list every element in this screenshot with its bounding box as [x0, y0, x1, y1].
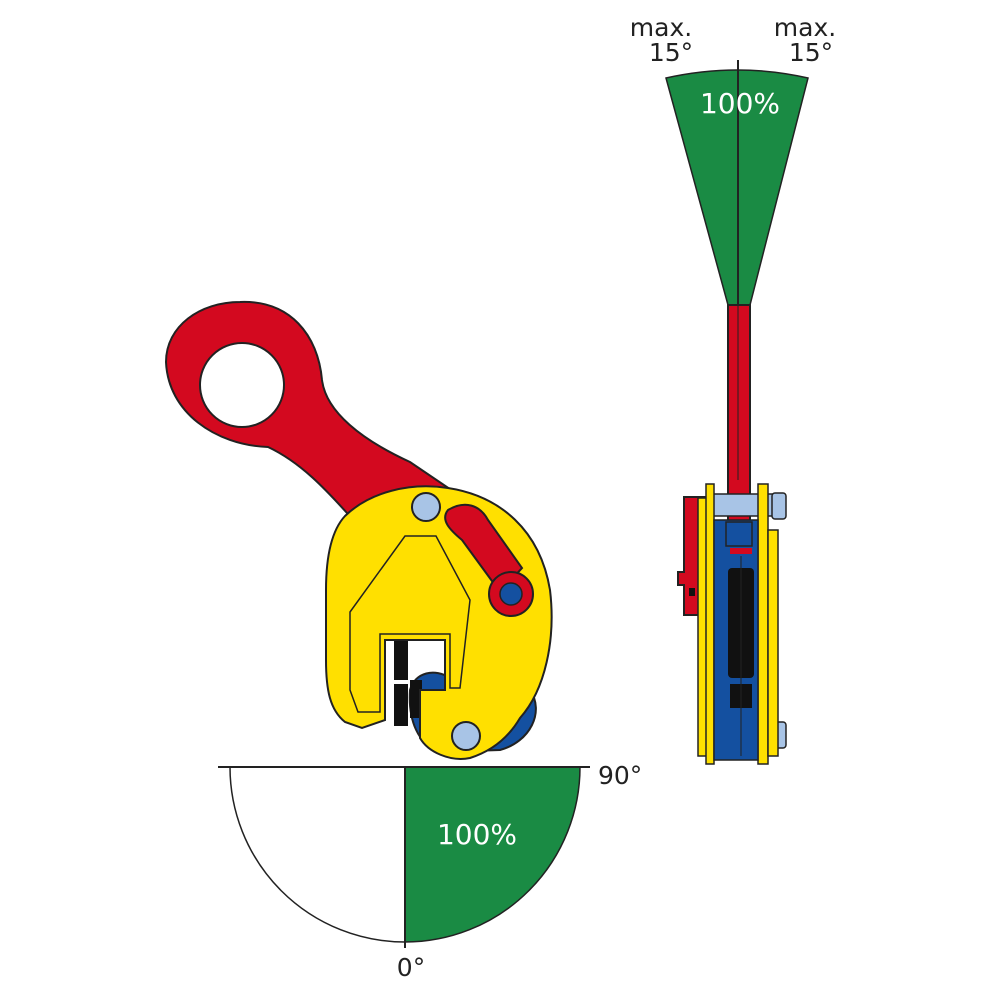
front-plate-right-inner: [757, 483, 769, 765]
right-limit-label-line2: 15°: [789, 38, 833, 67]
side-angle-white-sector: [229, 766, 406, 943]
front-body-red-accent: [730, 548, 752, 554]
front-top-nut: [771, 492, 787, 520]
right-limit-label-line1: max.: [774, 13, 836, 42]
side-angle-range: 100% 90° 0°: [218, 761, 642, 982]
clamp-side-view: [164, 300, 553, 760]
front-plate-left-inner: [705, 483, 715, 765]
pivot-pin-lower: [451, 721, 481, 751]
front-lever-knob: [689, 588, 695, 596]
clamp-front-view: [677, 304, 787, 765]
front-plate-right-outer: [767, 529, 779, 757]
left-limit-label-line2: 15°: [649, 38, 693, 67]
lifting-eye-hole: [199, 342, 285, 428]
front-tilt-range: 100% max. 15° max. 15°: [630, 13, 836, 320]
clamp-body: [325, 485, 553, 760]
left-limit-label-line1: max.: [630, 13, 692, 42]
angle-90-label: 90°: [598, 761, 642, 790]
front-body-top-block: [725, 521, 753, 547]
gripping-pad-lower: [394, 684, 408, 726]
clamp-body-inner-outline: [349, 535, 471, 713]
angle-0-label: 0°: [397, 953, 425, 982]
side-green-sector-label: 100%: [437, 818, 517, 851]
gripping-pad-upper: [394, 640, 408, 680]
front-green-wedge-label: 100%: [700, 87, 780, 120]
pivot-pin-upper: [411, 492, 441, 522]
lever-pivot-inner: [499, 582, 523, 606]
side-angle-green-sector: [404, 766, 581, 943]
